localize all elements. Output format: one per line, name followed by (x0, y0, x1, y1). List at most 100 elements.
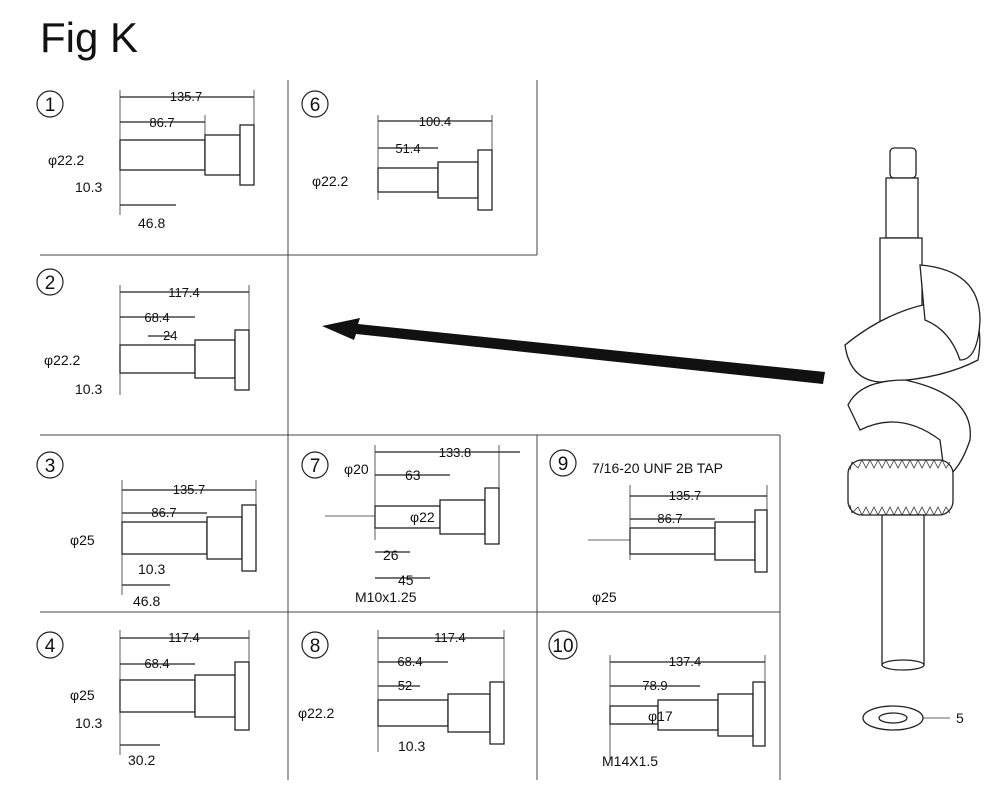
dim-label: 100.4 (419, 114, 452, 129)
shaft-flange (484, 487, 500, 545)
shaft-collar (439, 499, 486, 535)
cell-number-circle (301, 90, 329, 118)
dim-label: 135.7 (170, 89, 203, 104)
cell-number: 4 (45, 636, 56, 657)
shaft-collar (204, 134, 241, 176)
shaft-flange (477, 149, 493, 211)
cell-7: 7 133.8 φ20 63 φ22 26 45 M10x1.25 (301, 445, 520, 605)
crankshaft-illustration (844, 147, 981, 671)
cell-number-circle (549, 449, 577, 477)
washer: 5 (862, 705, 964, 731)
dim-label: 46.8 (138, 215, 165, 231)
dim-label: 68.4 (144, 310, 169, 325)
cell-number: 1 (45, 95, 56, 116)
dim-label: φ20 (344, 461, 369, 477)
cell-number-circle (36, 90, 64, 118)
dim-label: φ17 (648, 708, 673, 724)
dim-label: 133.8 (439, 445, 472, 460)
shaft-collar (194, 674, 236, 718)
cell-number-circle (36, 268, 64, 296)
dim-label: 135.7 (669, 488, 702, 503)
dim-label: φ22.2 (44, 352, 81, 368)
dim-label: 45 (398, 572, 414, 588)
crankshaft-end (881, 659, 925, 671)
cell-number: 7 (310, 456, 321, 477)
dim-label: 86.7 (149, 115, 174, 130)
dim-label: M10x1.25 (355, 589, 417, 605)
dim-label: 86.7 (657, 511, 682, 526)
shaft-collar (437, 161, 479, 199)
cell-9: 9 7/16-20 UNF 2B TAP 135.7 86.7 φ25 (549, 449, 768, 605)
crankshaft-counterweight (919, 264, 981, 361)
shaft-flange (234, 661, 250, 731)
shaft-flange (241, 504, 257, 572)
dim-label: 137.4 (669, 654, 702, 669)
cell-number-circle (36, 631, 64, 659)
dim-label: M14X1.5 (602, 753, 658, 769)
cell-number: 8 (310, 636, 321, 657)
dim-label: 26 (383, 547, 399, 563)
cell-number: 6 (310, 95, 321, 116)
shaft-collar (714, 521, 756, 561)
dim-label: 10.3 (75, 715, 102, 731)
dim-label: 30.2 (128, 752, 155, 768)
dim-label: 86.7 (151, 505, 176, 520)
cell-3: 3 135.7 86.7 φ25 10.3 46.8 (36, 451, 257, 609)
dim-label: 10.3 (75, 381, 102, 397)
pointer-arrow (322, 318, 825, 384)
dim-label: φ22.2 (48, 152, 85, 168)
cell-2: 2 117.4 68.4 24 φ22.2 10.3 (36, 268, 250, 397)
cell-number-circle (301, 451, 329, 479)
shaft-flange (234, 329, 250, 391)
cell-1: 1 135.7 86.7 φ22.2 10.3 46.8 (36, 89, 255, 231)
cell-6: 6 100.4 51.4 φ22.2 (301, 90, 493, 211)
shaft-flange (489, 681, 505, 745)
cell-number: 10 (552, 636, 573, 657)
cell-number-circle (36, 451, 64, 479)
crankshaft-upper-shaft (885, 177, 919, 239)
shaft-collar (206, 516, 243, 560)
shaft-body (377, 699, 449, 727)
shaft-body (119, 679, 196, 713)
dim-label: φ25 (70, 687, 95, 703)
shaft-flange (239, 124, 255, 186)
shaft-collar (447, 693, 491, 733)
cell-number-circle (548, 630, 578, 660)
shaft-flange (754, 509, 768, 573)
shaft-body (377, 167, 439, 193)
dim-label: 51.4 (395, 141, 420, 156)
shaft-collar (717, 693, 754, 737)
shaft-body (657, 699, 719, 731)
dim-label: 117.4 (434, 630, 466, 645)
washer-hole (878, 712, 908, 724)
dim-label: φ25 (592, 589, 617, 605)
dim-label: 46.8 (133, 593, 160, 609)
cell-number: 3 (45, 456, 56, 477)
cell-10: 10 137.4 78.9 φ17 M14X1.5 (548, 630, 766, 769)
shaft-collar (194, 339, 236, 379)
dim-label: φ22.2 (298, 705, 335, 721)
figure-title: Fig K (40, 14, 139, 61)
shaft-body (119, 139, 206, 171)
dim-label: 10.3 (75, 179, 102, 195)
cell-8: 8 117.4 68.4 52 φ22.2 10.3 (298, 630, 505, 754)
dim-label: 117.4 (168, 285, 200, 300)
crankshaft-top-thread (889, 147, 917, 179)
cell-number: 2 (45, 273, 56, 294)
dim-label: 24 (163, 328, 177, 343)
crankshaft-lower-web (847, 379, 971, 480)
grid-lines (40, 80, 781, 780)
cell-number-circle (301, 631, 329, 659)
part-callout: 5 (956, 710, 964, 726)
dim-label: φ22.2 (312, 173, 349, 189)
shaft-flange (752, 681, 766, 747)
cell-4: 4 117.4 68.4 φ25 10.3 30.2 (36, 630, 250, 768)
shaft-body (629, 527, 716, 555)
tap-note: 7/16-20 UNF 2B TAP (592, 460, 723, 476)
shaft-body (121, 521, 208, 555)
dim-label: 68.4 (397, 654, 422, 669)
dim-label: 68.4 (144, 656, 169, 671)
shaft-body (119, 344, 196, 374)
dim-label: 135.7 (173, 482, 206, 497)
